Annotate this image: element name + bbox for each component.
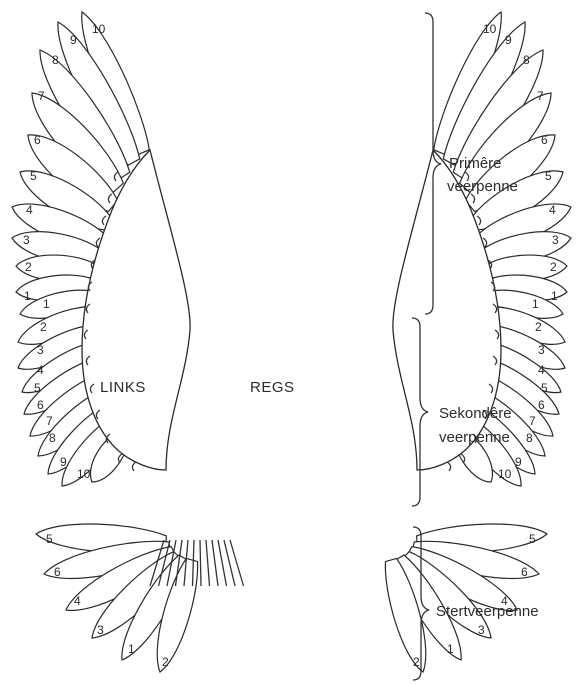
- tail-feather-number: 1: [447, 642, 454, 656]
- left-secondary-feather-number: 10: [77, 467, 91, 481]
- tail-label: Stertveerpenne: [436, 603, 539, 620]
- right-secondary-feather-number: 3: [538, 343, 545, 357]
- right-primary-feather-number: 7: [537, 89, 544, 103]
- left-wing: [12, 12, 190, 486]
- left-secondary-feather-number: 8: [49, 431, 56, 445]
- right-secondary-feather-number: 8: [526, 431, 533, 445]
- secondary-label-line2: veerpenne: [439, 429, 510, 446]
- left-secondary-feather-number: 1: [43, 297, 50, 311]
- left-primary-feather-number: 1: [24, 289, 31, 303]
- covert-edge: [447, 462, 451, 471]
- left-primary-feather-number: 5: [30, 169, 37, 183]
- right-secondary-feather-number: 5: [541, 381, 548, 395]
- tail-feathers: [36, 524, 547, 672]
- right-secondary-feather-number: 6: [538, 398, 545, 412]
- right-wing-label: REGS: [250, 379, 295, 396]
- left-primary-feather-number: 8: [52, 53, 59, 67]
- right-primary-feather-number: 8: [523, 53, 530, 67]
- left-secondary-feather-number: 7: [46, 414, 53, 428]
- left-secondary-feather-number: 4: [37, 363, 44, 377]
- left-primary-feather-number: 6: [34, 133, 41, 147]
- left-wing-label: LINKS: [100, 379, 146, 396]
- left-secondary-feather-number: 3: [37, 343, 44, 357]
- left-secondary-feather-number: 6: [37, 398, 44, 412]
- tail-feather-number: 4: [74, 594, 81, 608]
- right-primary-feather-number: 5: [545, 169, 552, 183]
- tail-shaft-line: [230, 540, 244, 586]
- tail-feather-number: 3: [478, 623, 485, 637]
- right-secondary-feather-number: 4: [538, 363, 545, 377]
- left-secondary-feather-number: 9: [60, 455, 67, 469]
- right-primary-feather-number: 10: [483, 22, 497, 36]
- left-primary-feather-number: 9: [70, 33, 77, 47]
- tail-feather-number: 6: [521, 565, 528, 579]
- right-primary-feather-number: 2: [550, 260, 557, 274]
- tail-feather-number: 5: [46, 532, 53, 546]
- right-primary-feather-number: 1: [551, 289, 558, 303]
- tail-shaft-line: [206, 540, 210, 586]
- tail-feather-number: 6: [54, 565, 61, 579]
- right-secondary-feather-number: 7: [529, 414, 536, 428]
- tail-feather-number: 1: [128, 642, 135, 656]
- right-primary-feather-number: 3: [552, 233, 559, 247]
- right-secondary-feather-number: 1: [532, 297, 539, 311]
- right-secondary-feather-number: 2: [535, 320, 542, 334]
- tail-shaft-line: [212, 540, 218, 586]
- left-primary-feather-number: 10: [92, 22, 106, 36]
- primary-label-line1: Primêre: [449, 155, 502, 172]
- right-primary-feather-number: 9: [505, 33, 512, 47]
- left-primary-feather-number: 2: [25, 260, 32, 274]
- left-secondary-feather-number: 5: [34, 381, 41, 395]
- tail-feather-number: 3: [97, 623, 104, 637]
- covert-edge: [132, 462, 136, 471]
- right-primary-feather-number: 4: [549, 203, 556, 217]
- right-secondary-feather-number: 9: [515, 455, 522, 469]
- tail-feather-number: 2: [162, 655, 169, 669]
- tail-feather-number: 5: [529, 532, 536, 546]
- right-secondary-feather-number: 10: [498, 467, 512, 481]
- tail-shaft-line: [200, 540, 201, 586]
- tail-feather-number: 2: [413, 655, 420, 669]
- left-primary-feather-number: 7: [38, 89, 45, 103]
- secondary-label-line1: Sekondêre: [439, 405, 512, 422]
- left-primary-feather-number: 4: [26, 203, 33, 217]
- primary-label-line2: veerpenne: [447, 178, 518, 195]
- left-secondary-feather-number: 2: [40, 320, 47, 334]
- right-primary-feather-number: 6: [541, 133, 548, 147]
- left-primary-feather-number: 3: [23, 233, 30, 247]
